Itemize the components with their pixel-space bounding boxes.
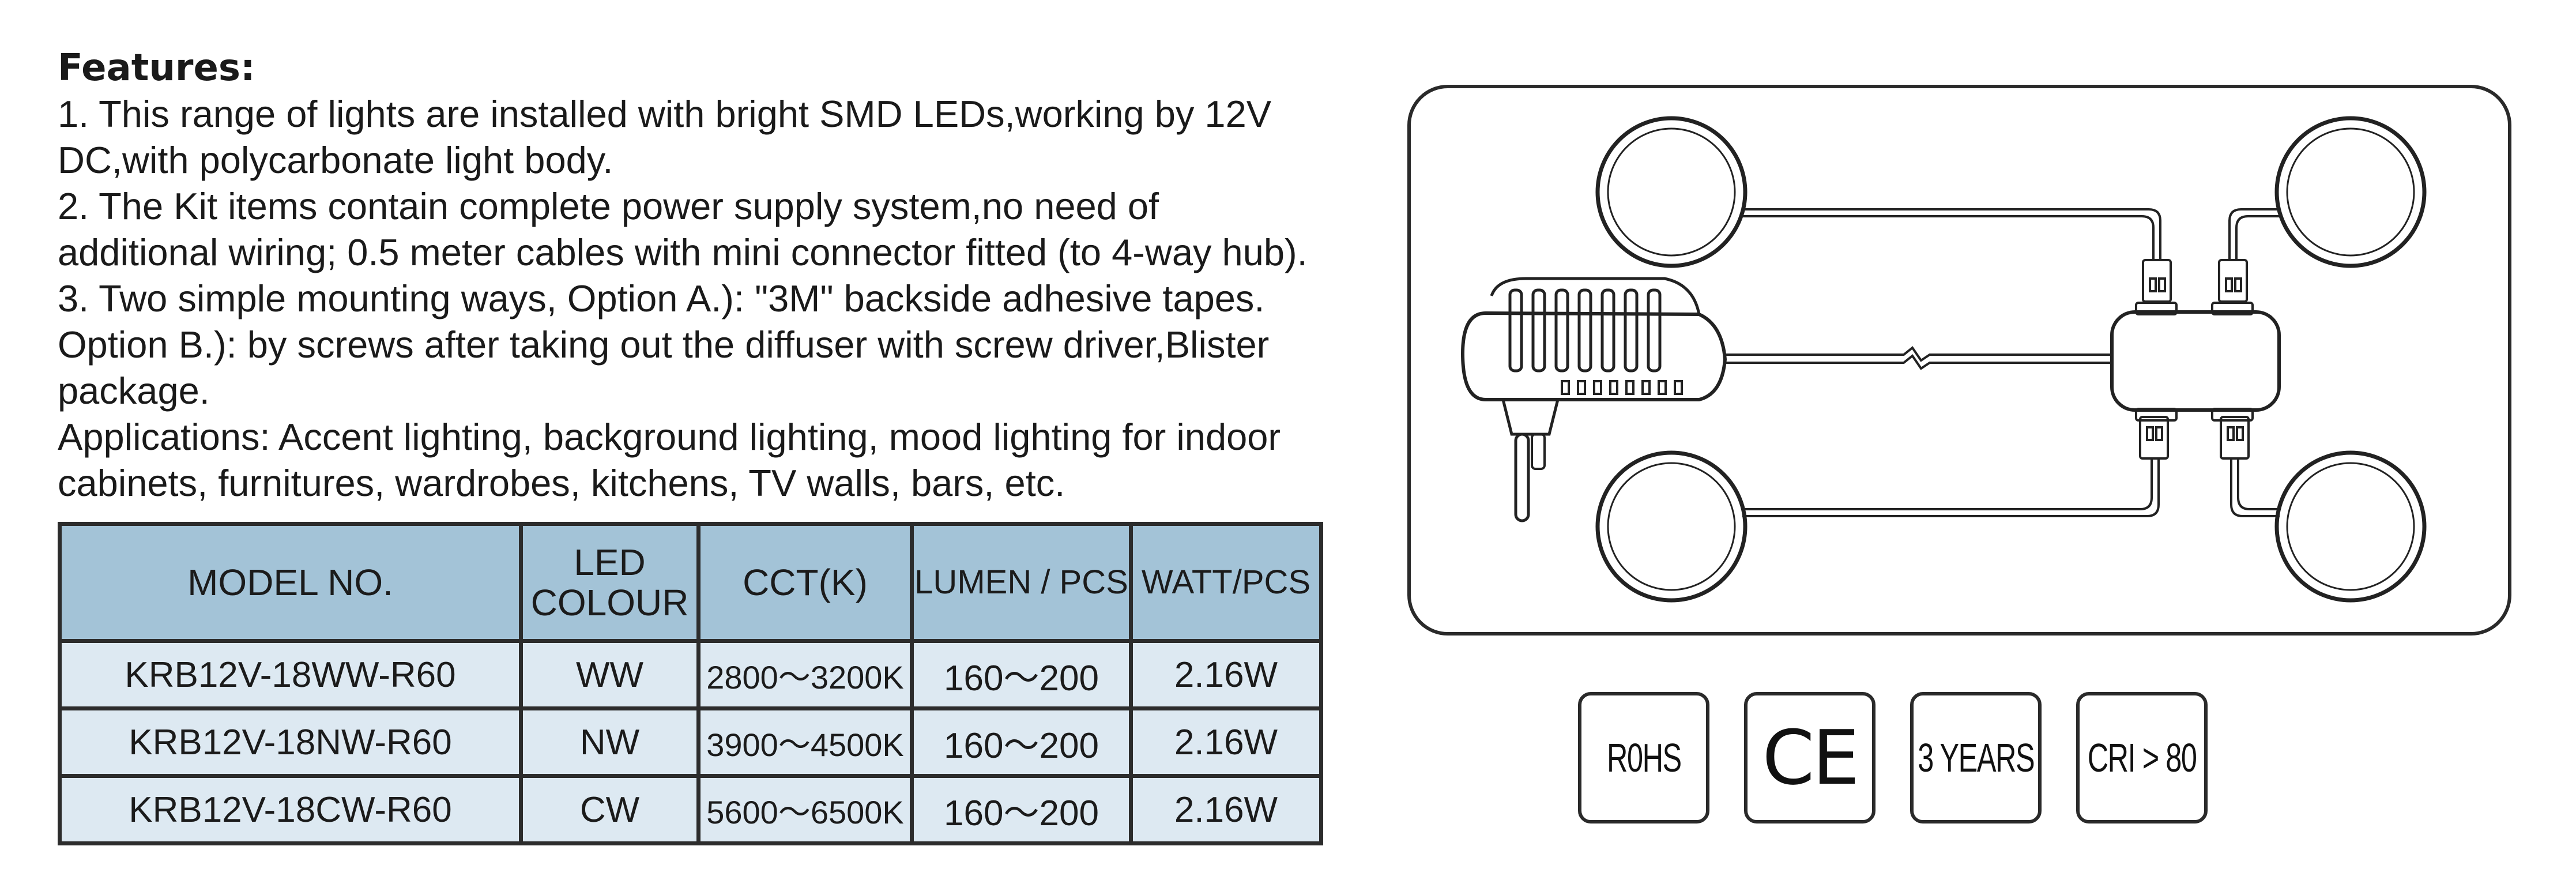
puck-light-icon [1595, 450, 1748, 603]
feature-line: 1. This range of lights are installed wi… [58, 93, 1272, 135]
header-lumen: LUMEN / PCS [910, 522, 1133, 643]
hub-icon [2110, 302, 2281, 422]
rohs-badge: R0HS [1578, 692, 1709, 823]
cell-lumen: 160～200 [910, 774, 1133, 845]
cell-model: KRB12V-18NW-R60 [58, 706, 523, 778]
table-header-row: MODEL NO. LED COLOUR CCT(K) LUMEN / PCS … [58, 522, 1323, 643]
cell-colour: NW [519, 706, 701, 778]
product-diagram [1407, 85, 2511, 635]
ce-mark-icon: CE [1762, 714, 1860, 802]
cell-model: KRB12V-18WW-R60 [58, 639, 523, 710]
cell-watt: 2.16W [1129, 774, 1323, 845]
power-adapter-icon [1460, 277, 1727, 522]
table-row: KRB12V-18NW-R60 NW 3900～4500K 160～200 2.… [58, 706, 1323, 778]
puck-light-icon [2274, 450, 2427, 603]
feature-line: additional wiring; 0.5 meter cables with… [58, 231, 1308, 273]
cri-label: CRI > 80 [2087, 735, 2197, 780]
cell-lumen: 160～200 [910, 706, 1133, 778]
spec-table: MODEL NO. LED COLOUR CCT(K) LUMEN / PCS … [58, 522, 1323, 845]
cell-cct: 5600～6500K [696, 774, 914, 845]
table-row: KRB12V-18WW-R60 WW 2800～3200K 160～200 2.… [58, 639, 1323, 710]
cell-watt: 2.16W [1129, 706, 1323, 778]
cri-badge: CRI > 80 [2076, 692, 2208, 823]
header-watt: WATT/PCS [1129, 522, 1323, 643]
header-led-colour-line2: COLOUR [530, 582, 689, 623]
feature-line: DC,with polycarbonate light body. [58, 139, 613, 181]
feature-line: cabinets, furnitures, wardrobes, kitchen… [58, 462, 1065, 504]
mini-connector-icon [2139, 259, 2250, 460]
header-led-colour: LED COLOUR [519, 522, 701, 643]
feature-line: Applications: Accent lighting, backgroun… [58, 416, 1281, 458]
header-cct: CCT(K) [696, 522, 914, 643]
ce-badge: CE [1744, 692, 1875, 823]
rohs-label: R0HS [1606, 735, 1682, 780]
cell-lumen: 160～200 [910, 639, 1133, 710]
cell-colour: CW [519, 774, 701, 845]
cell-model: KRB12V-18CW-R60 [58, 774, 523, 845]
feature-line: package. [58, 370, 210, 412]
puck-light-icon [1595, 116, 1748, 268]
puck-light-icon [2274, 116, 2427, 268]
header-model: MODEL NO. [58, 522, 523, 643]
cable-icon [1725, 346, 2112, 370]
cell-watt: 2.16W [1129, 639, 1323, 710]
cell-cct: 3900～4500K [696, 706, 914, 778]
feature-line: Option B.): by screws after taking out t… [58, 324, 1270, 366]
cell-cct: 2800～3200K [696, 639, 914, 710]
warranty-badge: 3 YEARS [1910, 692, 2042, 823]
header-led-colour-line1: LED [574, 541, 646, 583]
warranty-label: 3 YEARS [1918, 735, 2035, 780]
cell-colour: WW [519, 639, 701, 710]
cable-icon [1742, 208, 2280, 517]
features-title: Features: [58, 47, 255, 89]
features-section: Features: 1. This range of lights are in… [58, 45, 1384, 506]
kit-illustration [1460, 116, 2427, 603]
feature-line: 2. The Kit items contain complete power … [58, 185, 1159, 227]
table-row: KRB12V-18CW-R60 CW 5600～6500K 160～200 2.… [58, 774, 1323, 845]
feature-line: 3. Two simple mounting ways, Option A.):… [58, 277, 1265, 319]
